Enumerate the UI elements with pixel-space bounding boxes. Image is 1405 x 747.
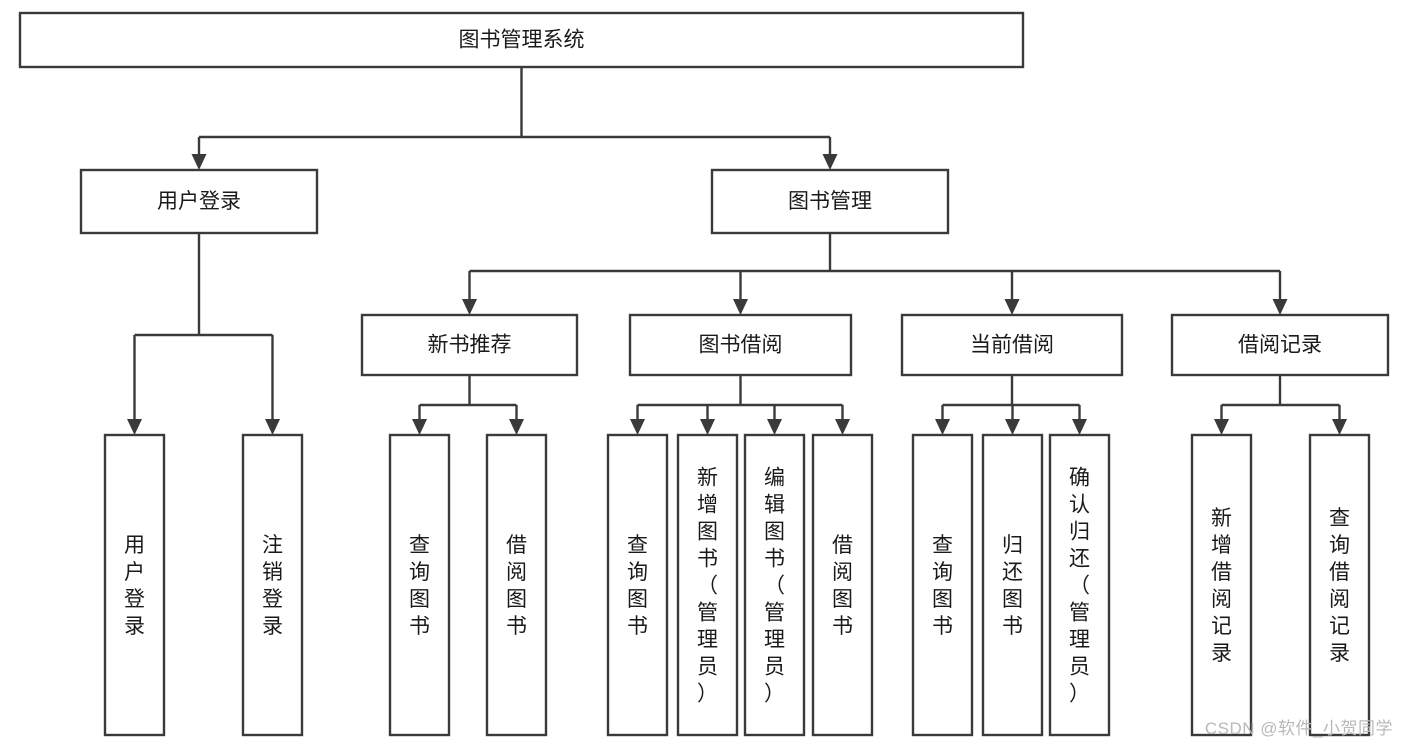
node-label: 确认归还（管理员）: [1069, 467, 1090, 706]
node-label: 查询图书: [932, 534, 953, 638]
node-label: 新增借阅记录: [1211, 507, 1232, 665]
node-undefined[interactable]: 图书管理系统: [18, 11, 1025, 69]
node-label: 用户登录: [124, 534, 145, 638]
node-borrow-record[interactable]: 借阅记录: [1170, 313, 1390, 377]
node-label: 查询图书: [627, 534, 648, 638]
nodes-layer: 图书管理系统用户登录图书管理用户登录注销登录新书推荐查询图书借阅图书图书借阅查询…: [18, 11, 1390, 737]
node-leaf-confirm-return[interactable]: 确认归还（管理员）: [1048, 433, 1111, 737]
node-label: 借阅图书: [506, 534, 527, 638]
node-leaf-add-record[interactable]: 新增借阅记录: [1190, 433, 1253, 737]
node-leaf-add-book[interactable]: 新增图书（管理员）: [676, 433, 739, 737]
node-label: 图书借阅: [699, 334, 783, 357]
node-label: 图书管理: [788, 190, 872, 213]
node-leaf-query-book-1[interactable]: 查询图书: [388, 433, 451, 737]
node-label: 用户登录: [157, 190, 241, 213]
node-current-borrow[interactable]: 当前借阅: [900, 313, 1124, 377]
node-label: 借阅图书: [832, 534, 853, 638]
node-leaf-edit-book[interactable]: 编辑图书（管理员）: [743, 433, 806, 737]
node-leaf-query-record[interactable]: 查询借阅记录: [1308, 433, 1371, 737]
node-book-management[interactable]: 图书管理: [710, 168, 950, 235]
connectors-layer: [127, 67, 1347, 435]
node-leaf-return-book[interactable]: 归还图书: [981, 433, 1044, 737]
node-book-borrow[interactable]: 图书借阅: [628, 313, 853, 377]
node-new-book-recommend[interactable]: 新书推荐: [360, 313, 579, 377]
node-label: 新增图书（管理员）: [697, 467, 718, 706]
node-label: 查询图书: [409, 534, 430, 638]
node-leaf-user-logout[interactable]: 注销登录: [241, 433, 304, 737]
node-label: 查询借阅记录: [1329, 507, 1350, 665]
node-leaf-borrow-book-1[interactable]: 借阅图书: [485, 433, 548, 737]
node-label: 注销登录: [262, 534, 283, 638]
node-label: 新书推荐: [428, 334, 512, 357]
node-label: 图书管理系统: [459, 29, 585, 52]
node-label: 当前借阅: [970, 334, 1054, 357]
node-label: 借阅记录: [1238, 334, 1322, 357]
node-leaf-query-book-2[interactable]: 查询图书: [606, 433, 669, 737]
node-label: 归还图书: [1002, 534, 1023, 638]
node-leaf-user-login[interactable]: 用户登录: [103, 433, 166, 737]
node-user-login[interactable]: 用户登录: [79, 168, 319, 235]
node-leaf-query-book-3[interactable]: 查询图书: [911, 433, 974, 737]
node-leaf-borrow-book-2[interactable]: 借阅图书: [811, 433, 874, 737]
node-label: 编辑图书（管理员）: [764, 467, 785, 706]
